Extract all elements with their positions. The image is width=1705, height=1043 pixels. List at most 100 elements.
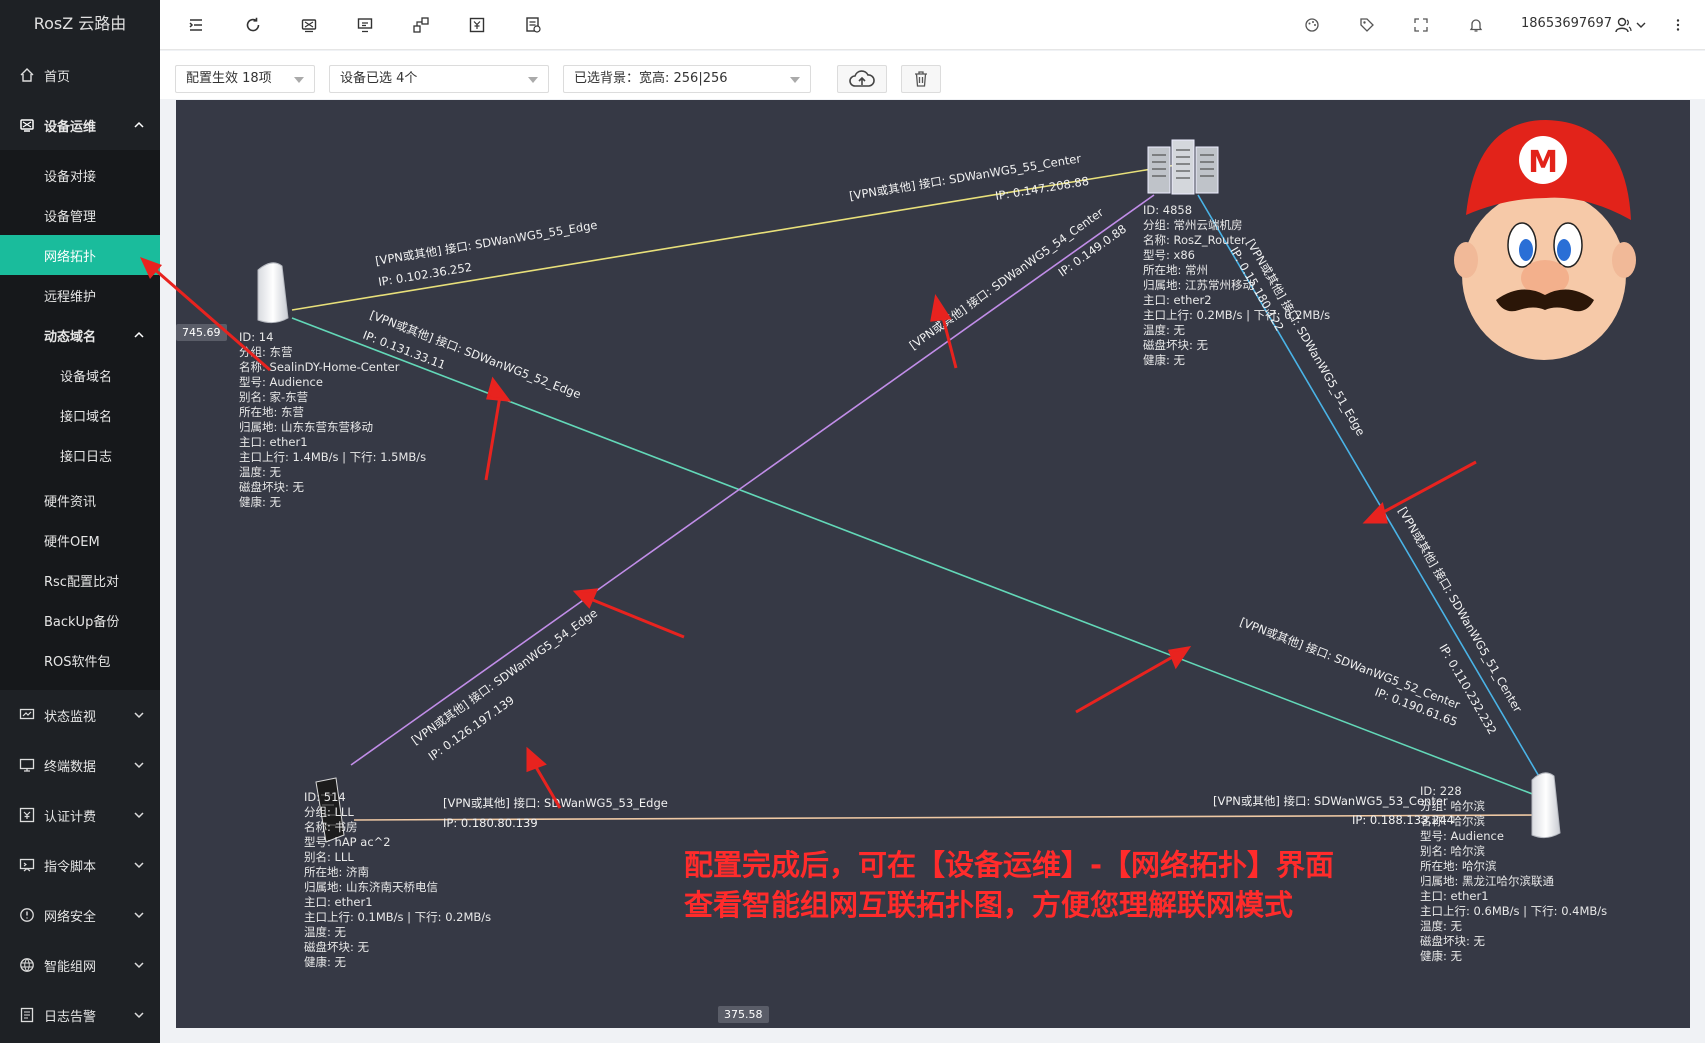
log-icon	[18, 1006, 36, 1024]
sidebar-item-label: 设备运维	[44, 119, 97, 135]
caret-down-icon	[790, 77, 800, 83]
sidebar-item-hardware-news[interactable]: 硬件资讯	[0, 480, 160, 520]
sidebar-item-script[interactable]: 指令脚本	[0, 840, 160, 890]
node-info-line: 磁盘坏块: 无	[1143, 338, 1209, 352]
link-label: [VPN或其他] 接口: SDWanWG5_54_Edge	[409, 606, 600, 748]
upload-button[interactable]	[837, 65, 887, 93]
node-info-line: 温度: 无	[1143, 323, 1186, 337]
topology-canvas[interactable]: [VPN或其他] 接口: SDWanWG5_55_Edge IP: 0.102.…	[176, 100, 1690, 1028]
coord-x-badge: 375.58	[718, 1006, 769, 1023]
delete-button[interactable]	[901, 65, 941, 93]
chevron-down-icon	[134, 962, 144, 969]
link-wg51[interactable]	[1197, 194, 1555, 803]
chevron-down-icon	[134, 712, 144, 719]
sidebar-item-interface-domain[interactable]: 接口域名	[0, 395, 160, 435]
user-icon[interactable]	[1612, 14, 1634, 36]
globe-icon	[18, 956, 36, 974]
node-info-line: 所在地: 哈尔滨	[1420, 859, 1497, 873]
tag-icon[interactable]	[1356, 14, 1378, 36]
router-node-icon[interactable]	[257, 262, 289, 324]
theme-palette-icon[interactable]	[1301, 14, 1323, 36]
node-info-line: 主口上行: 0.1MB/s | 下行: 0.2MB/s	[304, 910, 492, 924]
sidebar-item-ros-package[interactable]: ROS软件包	[0, 640, 160, 680]
sidebar-item-network-security[interactable]: 网络安全	[0, 890, 160, 940]
sidebar-item-device-manage[interactable]: 设备管理	[0, 195, 160, 235]
monitor-chart-icon[interactable]	[354, 14, 376, 36]
sidebar-item-device-domain[interactable]: 设备域名	[0, 355, 160, 395]
node-info-line: 所在地: 东营	[239, 405, 305, 419]
top-header: 18653697697	[160, 0, 1705, 50]
node-info-line: 归属地: 山东济南天桥电信	[304, 880, 439, 894]
sidebar-item-ddns[interactable]: 动态域名	[0, 315, 160, 355]
sidebar-item-label: 设备管理	[44, 209, 97, 225]
sidebar-item-smart-network[interactable]: 智能组网	[0, 940, 160, 990]
log-icon[interactable]	[522, 14, 544, 36]
background-select[interactable]: 已选背景：宽高: 256|256	[563, 65, 811, 93]
node-info-line: 型号: Audience	[239, 375, 323, 389]
node-info-line: 所在地: 济南	[304, 865, 370, 879]
sidebar-item-log-alert[interactable]: 日志告警	[0, 990, 160, 1040]
bell-icon[interactable]	[1465, 14, 1487, 36]
sidebar-item-ops[interactable]: 设备运维	[0, 100, 160, 150]
config-select[interactable]: 配置生效 18项	[175, 65, 315, 93]
sidebar-item-terminal-data[interactable]: 终端数据	[0, 740, 160, 790]
node-info-line: 型号: x86	[1143, 248, 1195, 262]
sidebar-item-label: 远程维护	[44, 289, 97, 305]
sidebar-item-network-topology[interactable]: 网络拓扑	[0, 235, 160, 275]
sidebar-item-hardware-oem[interactable]: 硬件OEM	[0, 520, 160, 560]
chevron-down-icon[interactable]	[1630, 14, 1652, 36]
link-wg53[interactable]	[353, 814, 1547, 821]
device-ops-icon	[18, 116, 36, 134]
link-wg55[interactable]	[291, 164, 1177, 311]
sidebar-item-status-monitor[interactable]: 状态监视	[0, 690, 160, 740]
node-info-line: 磁盘坏块: 无	[239, 480, 305, 494]
node-info-line: 归属地: 黑龙江哈尔滨联通	[1420, 874, 1555, 888]
hap-router-icon[interactable]	[315, 777, 345, 843]
link-label: [VPN或其他] 接口: SDWanWG5_54_Center	[907, 205, 1107, 352]
sidebar-item-label: 智能组网	[44, 959, 97, 975]
node-info-line: 所在地: 常州	[1143, 263, 1209, 277]
trash-icon	[915, 71, 927, 87]
sidebar-item-label: Rsc配置比对	[44, 574, 119, 590]
sidebar-item-home[interactable]: 首页	[0, 50, 160, 100]
sidebar-item-backup[interactable]: BackUp备份	[0, 600, 160, 640]
coord-y-badge: 745.69	[176, 324, 227, 341]
node-info-line: 主口上行: 1.4MB/s | 下行: 1.5MB/s	[239, 450, 427, 464]
menu-toggle-icon[interactable]	[185, 14, 207, 36]
network-icon[interactable]	[410, 14, 432, 36]
fullscreen-icon[interactable]	[1410, 14, 1432, 36]
link-label: [VPN或其他] 接口: SDWanWG5_55_Edge	[374, 218, 598, 268]
node-info-line: 分组: 常州云端机房	[1143, 218, 1243, 232]
more-vertical-icon[interactable]	[1667, 14, 1689, 36]
mario-avatar: M	[1454, 120, 1636, 360]
topology-graph: [VPN或其他] 接口: SDWanWG5_55_Edge IP: 0.102.…	[257, 120, 1636, 843]
billing-icon[interactable]	[466, 14, 488, 36]
device-select[interactable]: 设备已选 4个	[329, 65, 549, 93]
user-account[interactable]: 18653697697	[1521, 16, 1612, 31]
node-info-line: 名称: 哈尔滨	[1420, 814, 1486, 828]
refresh-icon[interactable]	[242, 14, 264, 36]
server-rack-icon[interactable]	[1147, 139, 1219, 195]
node-info-line: 别名: 哈尔滨	[1420, 844, 1486, 858]
node-info-line: 分组: 哈尔滨	[1420, 799, 1486, 813]
sidebar-item-label: 接口域名	[60, 409, 113, 425]
device-ops-icon[interactable]	[298, 14, 320, 36]
sidebar-item-auth-billing[interactable]: 认证计费	[0, 790, 160, 840]
sidebar-item-interface-log[interactable]: 接口日志	[0, 435, 160, 475]
sidebar-item-label: ROS软件包	[44, 654, 111, 670]
link-wg54[interactable]	[350, 194, 1155, 766]
sidebar-item-label: 状态监视	[44, 709, 97, 725]
caret-down-icon	[528, 77, 538, 83]
sidebar-item-rsc-compare[interactable]: Rsc配置比对	[0, 560, 160, 600]
sidebar-item-device-connect[interactable]: 设备对接	[0, 155, 160, 195]
link-ip-label: IP: 0.147.208.88	[994, 174, 1090, 203]
sidebar-item-label: 设备域名	[60, 369, 113, 385]
node-info-line: 温度: 无	[239, 465, 282, 479]
router-node-icon[interactable]	[1531, 772, 1561, 839]
sidebar-item-remote-maintain[interactable]: 远程维护	[0, 275, 160, 315]
